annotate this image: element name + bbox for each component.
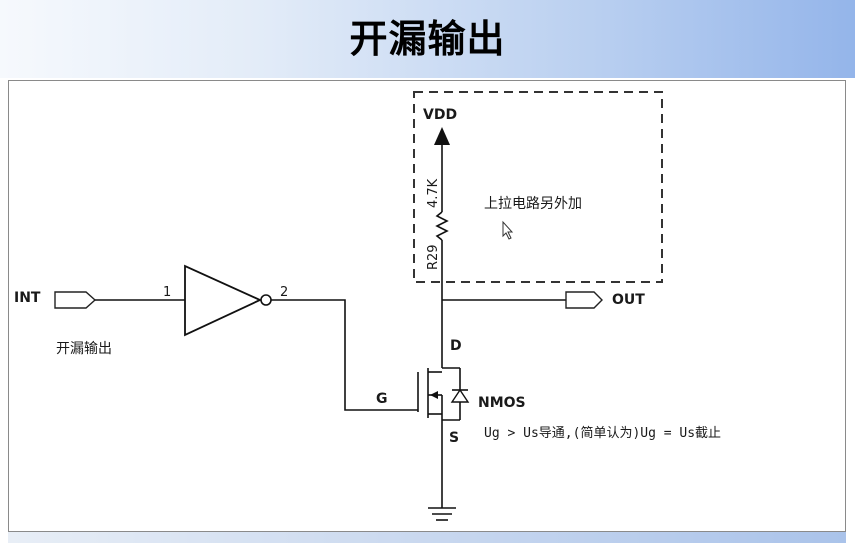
vdd-label: VDD <box>423 107 457 123</box>
drain-label: D <box>450 338 462 354</box>
condition-note: Ug > Us导通,(简单认为)Ug = Us截止 <box>484 425 721 441</box>
out-port-label: OUT <box>612 292 645 308</box>
input-port-icon <box>54 291 97 309</box>
gate-label: G <box>376 391 388 407</box>
diagram-panel <box>8 80 846 532</box>
diode-triangle <box>450 388 470 403</box>
gate-wire <box>271 299 418 411</box>
out-port-icon <box>565 291 603 309</box>
mosfet-type-label: NMOS <box>478 395 526 411</box>
vdd-arrow <box>434 127 450 145</box>
inverter-bubble <box>260 294 272 306</box>
source-label: S <box>449 430 459 446</box>
bottom-decoration <box>8 532 846 543</box>
gate-pin-out: 2 <box>280 285 288 300</box>
title-bar <box>0 0 855 78</box>
page-title: 开漏输出 <box>349 16 506 61</box>
pullup-box <box>413 91 663 283</box>
pullup-note: 上拉电路另外加 <box>484 196 582 212</box>
body-arrow <box>430 391 438 399</box>
input-caption: 开漏输出 <box>56 341 112 357</box>
gate-pin-in: 1 <box>163 285 171 300</box>
resistor-value: 4.7K <box>426 178 441 208</box>
resistor-r29 <box>435 211 449 241</box>
inverter-gate <box>184 264 263 337</box>
input-port-label: INT <box>14 290 41 306</box>
resistor-ref: R29 <box>426 244 441 270</box>
cursor-icon <box>502 220 514 240</box>
